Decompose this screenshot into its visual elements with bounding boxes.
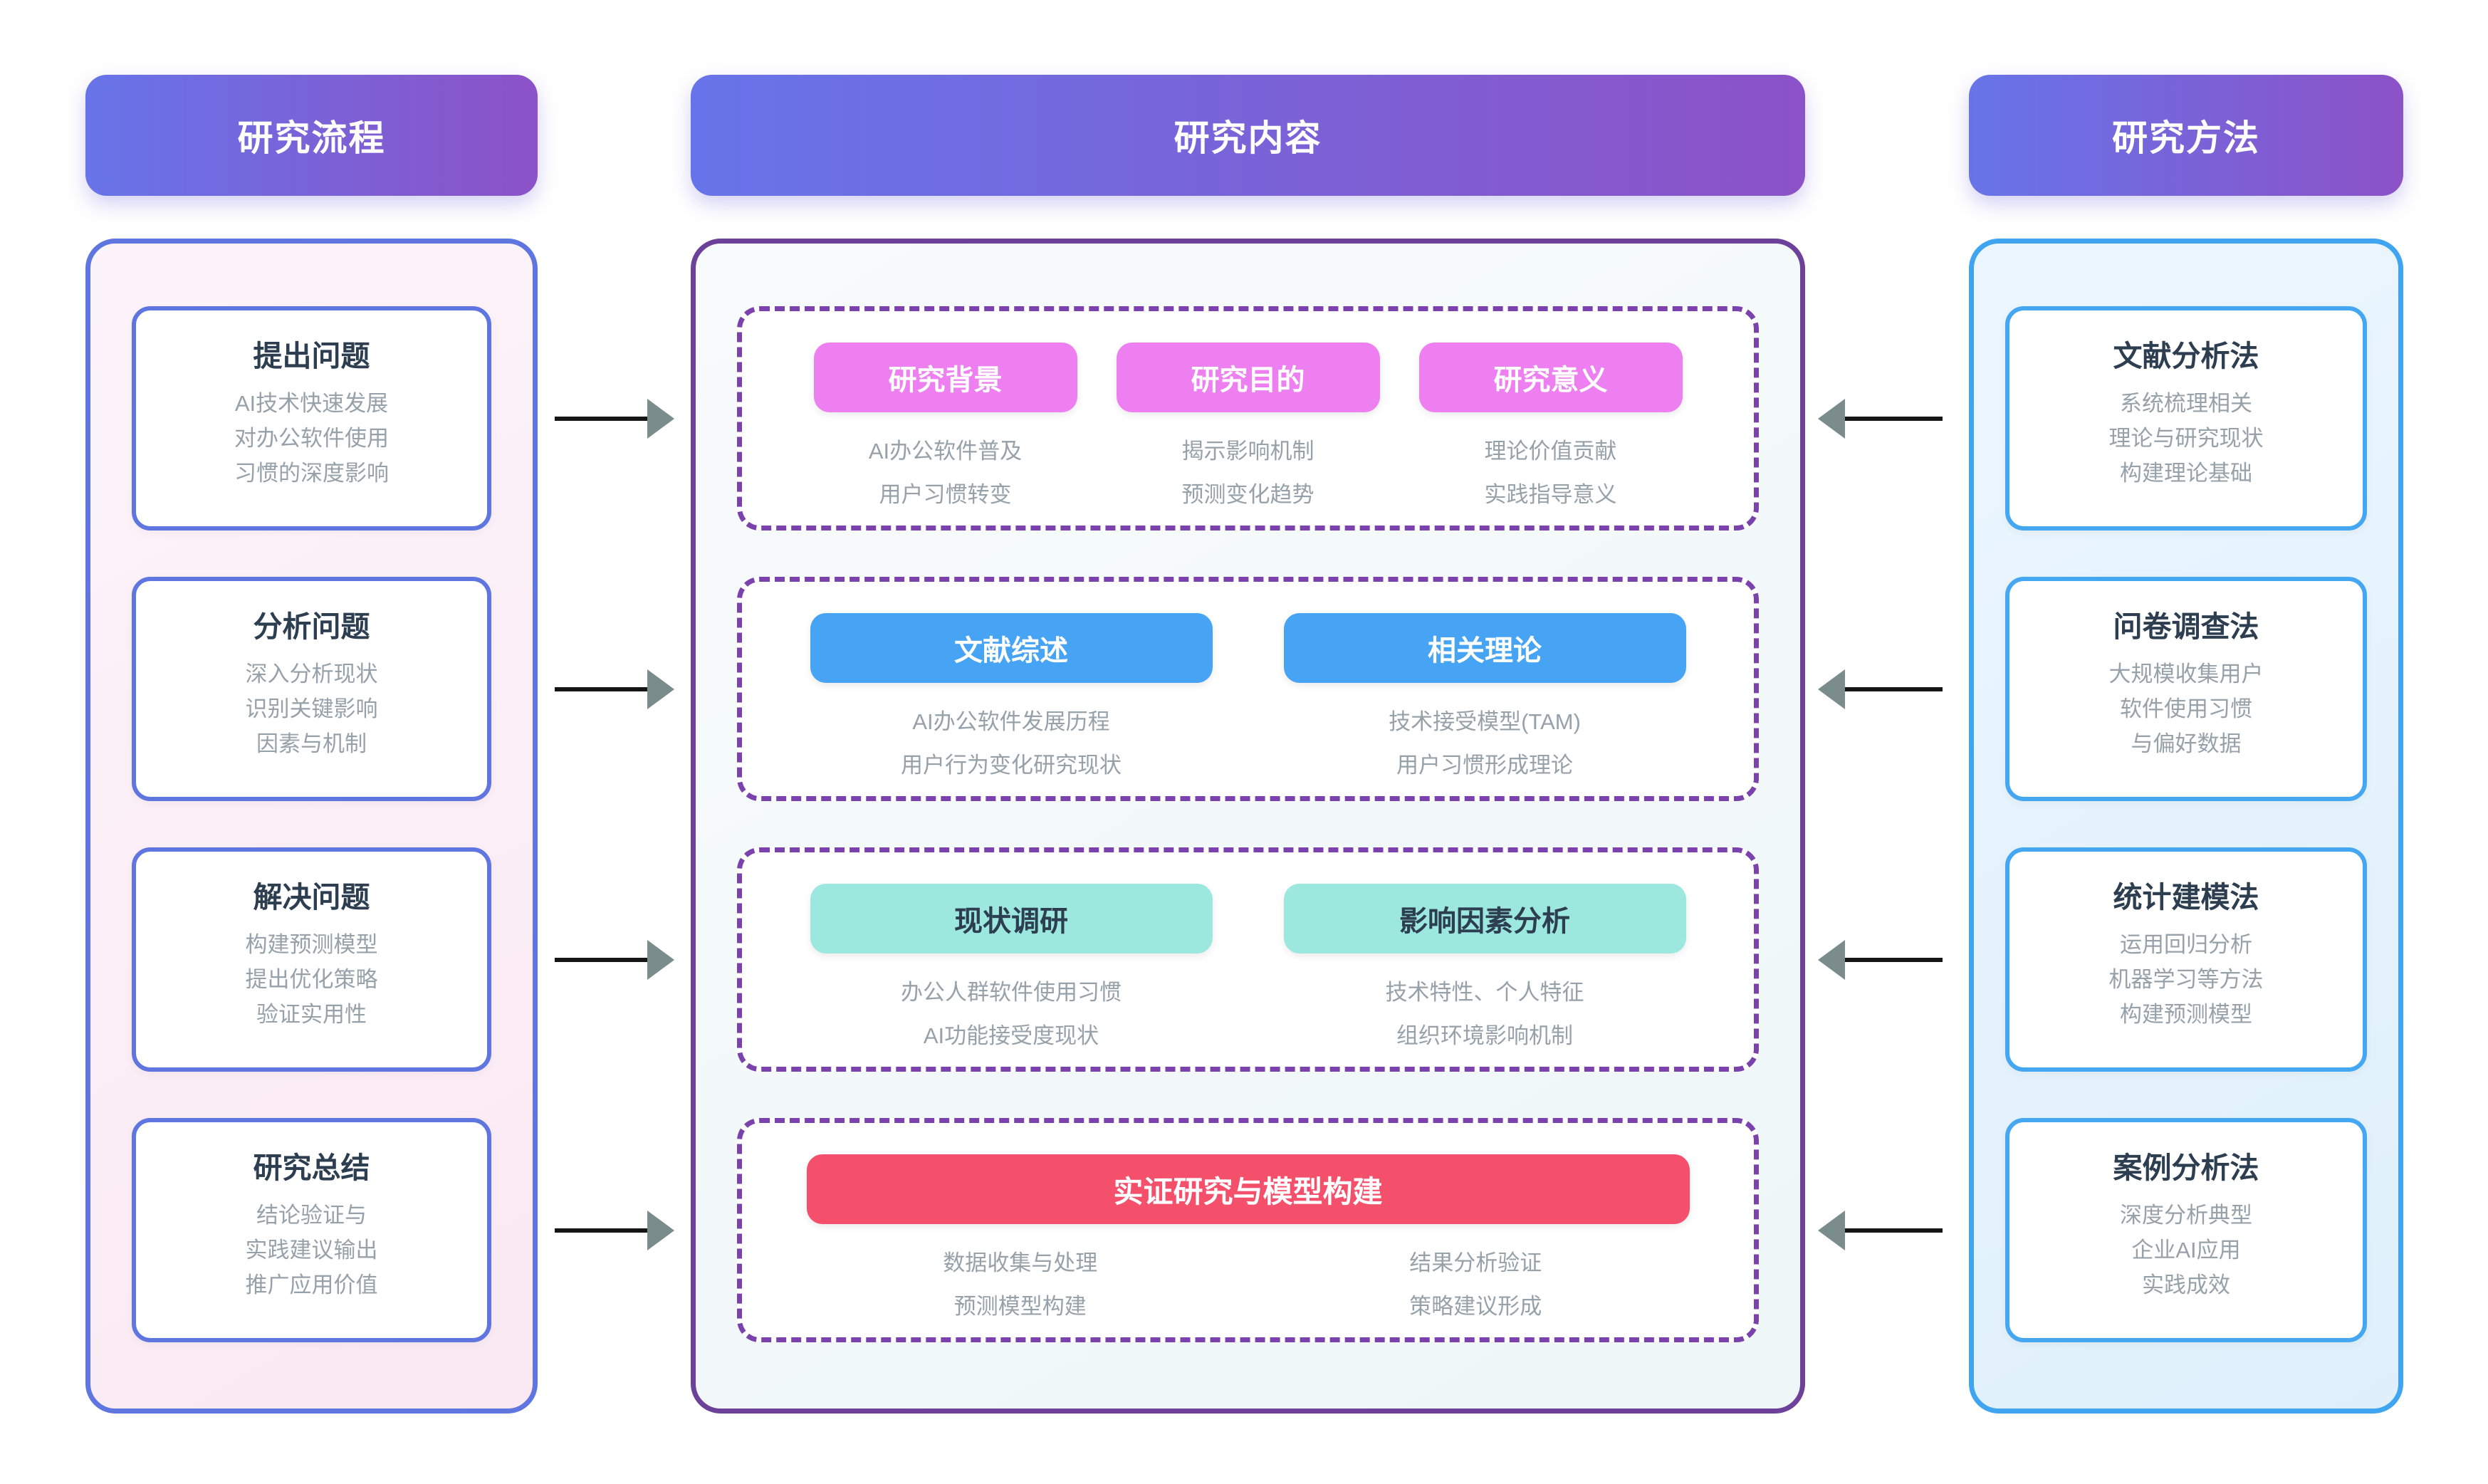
content-column-title: 研究内容 <box>1174 118 1322 158</box>
methods-panel: 文献分析法 系统梳理相关 理论与研究现状 构建理论基础 问卷调查法 大规模收集用… <box>1969 239 2403 1414</box>
process-step-card: 研究总结 结论验证与 实践建议输出 推广应用价值 <box>132 1118 491 1342</box>
process-step-line: 识别关键影响 <box>245 696 378 721</box>
content-desc-line: 实践指导意义 <box>1484 482 1617 507</box>
content-desc-line: 预测变化趋势 <box>1181 482 1314 507</box>
badge-research-significance: 研究意义 <box>1418 343 1683 412</box>
method-card-title: 问卷调查法 <box>2113 610 2259 643</box>
process-step-line: 深入分析现状 <box>245 662 378 686</box>
arrow-left-icon <box>1818 669 1943 709</box>
content-desc-line: 技术特性、个人特征 <box>1385 980 1584 1005</box>
badge-factor-analysis: 影响因素分析 <box>1283 884 1686 953</box>
arrow-left-icon <box>1818 399 1943 439</box>
content-desc-line: 用户习惯转变 <box>879 482 1012 507</box>
arrow-right-icon <box>555 669 674 709</box>
process-step-line: 因素与机制 <box>256 731 367 756</box>
method-card-title: 文献分析法 <box>2113 340 2259 372</box>
method-card: 问卷调查法 大规模收集用户 软件使用习惯 与偏好数据 <box>2005 577 2367 801</box>
process-step-line: 验证实用性 <box>256 1002 367 1027</box>
arrow-right-icon <box>555 940 674 980</box>
content-desc-line: 理论价值贡献 <box>1484 439 1617 464</box>
process-step-line: 结论验证与 <box>256 1203 367 1228</box>
badge-status-survey: 现状调研 <box>810 884 1213 953</box>
method-card-title: 统计建模法 <box>2113 881 2259 914</box>
content-desc-line: AI办公软件普及 <box>868 439 1023 464</box>
process-step-title: 分析问题 <box>253 610 370 643</box>
process-step-line: 提出优化策略 <box>245 967 378 992</box>
process-step-line: 推广应用价值 <box>245 1273 378 1297</box>
badge-related-theory: 相关理论 <box>1283 613 1686 683</box>
method-card-line: 机器学习等方法 <box>2108 967 2264 992</box>
method-card-line: 实践成效 <box>2142 1273 2230 1297</box>
arrow-left-icon <box>1818 1211 1943 1250</box>
method-card-line: 与偏好数据 <box>2131 731 2242 756</box>
method-card-line: 理论与研究现状 <box>2108 426 2264 451</box>
method-card-line: 运用回归分析 <box>2120 932 2252 957</box>
process-step-line: 习惯的深度影响 <box>234 461 389 486</box>
arrow-left-icon <box>1818 940 1943 980</box>
method-card: 文献分析法 系统梳理相关 理论与研究现状 构建理论基础 <box>2005 306 2367 531</box>
process-step-line: 实践建议输出 <box>245 1238 378 1263</box>
arrow-right-icon <box>555 399 674 439</box>
content-section-background: 研究背景 研究目的 研究意义 AI办公软件普及 用户习惯转变 揭示影响机制 预测… <box>737 306 1759 531</box>
process-column-header: 研究流程 <box>85 75 538 196</box>
content-desc-line: AI办公软件发展历程 <box>912 709 1110 734</box>
process-step-line: AI技术快速发展 <box>234 391 389 416</box>
process-step-title: 提出问题 <box>253 340 370 372</box>
method-card-title: 案例分析法 <box>2113 1151 2259 1184</box>
methods-column-title: 研究方法 <box>2112 118 2260 158</box>
content-desc-line: AI功能接受度现状 <box>923 1023 1099 1048</box>
process-step-title: 解决问题 <box>253 881 370 914</box>
method-card-line: 系统梳理相关 <box>2120 391 2252 416</box>
process-step-line: 对办公软件使用 <box>234 426 389 451</box>
content-desc-line: 办公人群软件使用习惯 <box>901 980 1122 1005</box>
content-panel: 研究背景 研究目的 研究意义 AI办公软件普及 用户习惯转变 揭示影响机制 预测… <box>691 239 1805 1414</box>
content-section-survey: 现状调研 影响因素分析 办公人群软件使用习惯 AI功能接受度现状 技术特性、个人… <box>737 847 1759 1072</box>
content-desc-line: 揭示影响机制 <box>1181 439 1314 464</box>
content-desc-line: 数据收集与处理 <box>943 1250 1098 1275</box>
process-step-card: 解决问题 构建预测模型 提出优化策略 验证实用性 <box>132 847 491 1072</box>
process-column-title: 研究流程 <box>237 118 386 158</box>
method-card: 案例分析法 深度分析典型 企业AI应用 实践成效 <box>2005 1118 2367 1342</box>
method-card-line: 深度分析典型 <box>2120 1203 2252 1228</box>
badge-empirical-research: 实证研究与模型构建 <box>806 1154 1690 1224</box>
method-card-line: 企业AI应用 <box>2131 1238 2241 1263</box>
content-desc-line: 预测模型构建 <box>953 1294 1087 1319</box>
content-desc-line: 策略建议形成 <box>1409 1294 1542 1319</box>
method-card-line: 构建预测模型 <box>2120 1002 2252 1027</box>
process-step-card: 分析问题 深入分析现状 识别关键影响 因素与机制 <box>132 577 491 801</box>
process-panel: 提出问题 AI技术快速发展 对办公软件使用 习惯的深度影响 分析问题 深入分析现… <box>85 239 538 1414</box>
methods-column-header: 研究方法 <box>1969 75 2403 196</box>
method-card-line: 软件使用习惯 <box>2120 696 2252 721</box>
content-desc-line: 结果分析验证 <box>1409 1250 1542 1275</box>
process-step-card: 提出问题 AI技术快速发展 对办公软件使用 习惯的深度影响 <box>132 306 491 531</box>
process-step-line: 构建预测模型 <box>245 932 378 957</box>
badge-literature-review: 文献综述 <box>810 613 1213 683</box>
content-desc-line: 用户习惯形成理论 <box>1396 753 1573 778</box>
method-card: 统计建模法 运用回归分析 机器学习等方法 构建预测模型 <box>2005 847 2367 1072</box>
method-card-line: 大规模收集用户 <box>2108 662 2264 686</box>
badge-research-background: 研究背景 <box>813 343 1077 412</box>
content-desc-line: 用户行为变化研究现状 <box>901 753 1122 778</box>
content-column-header: 研究内容 <box>691 75 1805 196</box>
badge-research-purpose: 研究目的 <box>1116 343 1380 412</box>
content-desc-line: 技术接受模型(TAM) <box>1389 709 1581 734</box>
content-desc-line: 组织环境影响机制 <box>1396 1023 1573 1048</box>
content-section-theory: 文献综述 相关理论 AI办公软件发展历程 用户行为变化研究现状 技术接受模型(T… <box>737 577 1759 801</box>
content-section-empirical: 实证研究与模型构建 数据收集与处理 预测模型构建 结果分析验证 策略建议形成 <box>737 1118 1759 1342</box>
process-step-title: 研究总结 <box>253 1151 370 1184</box>
method-card-line: 构建理论基础 <box>2120 461 2252 486</box>
arrow-right-icon <box>555 1211 674 1250</box>
